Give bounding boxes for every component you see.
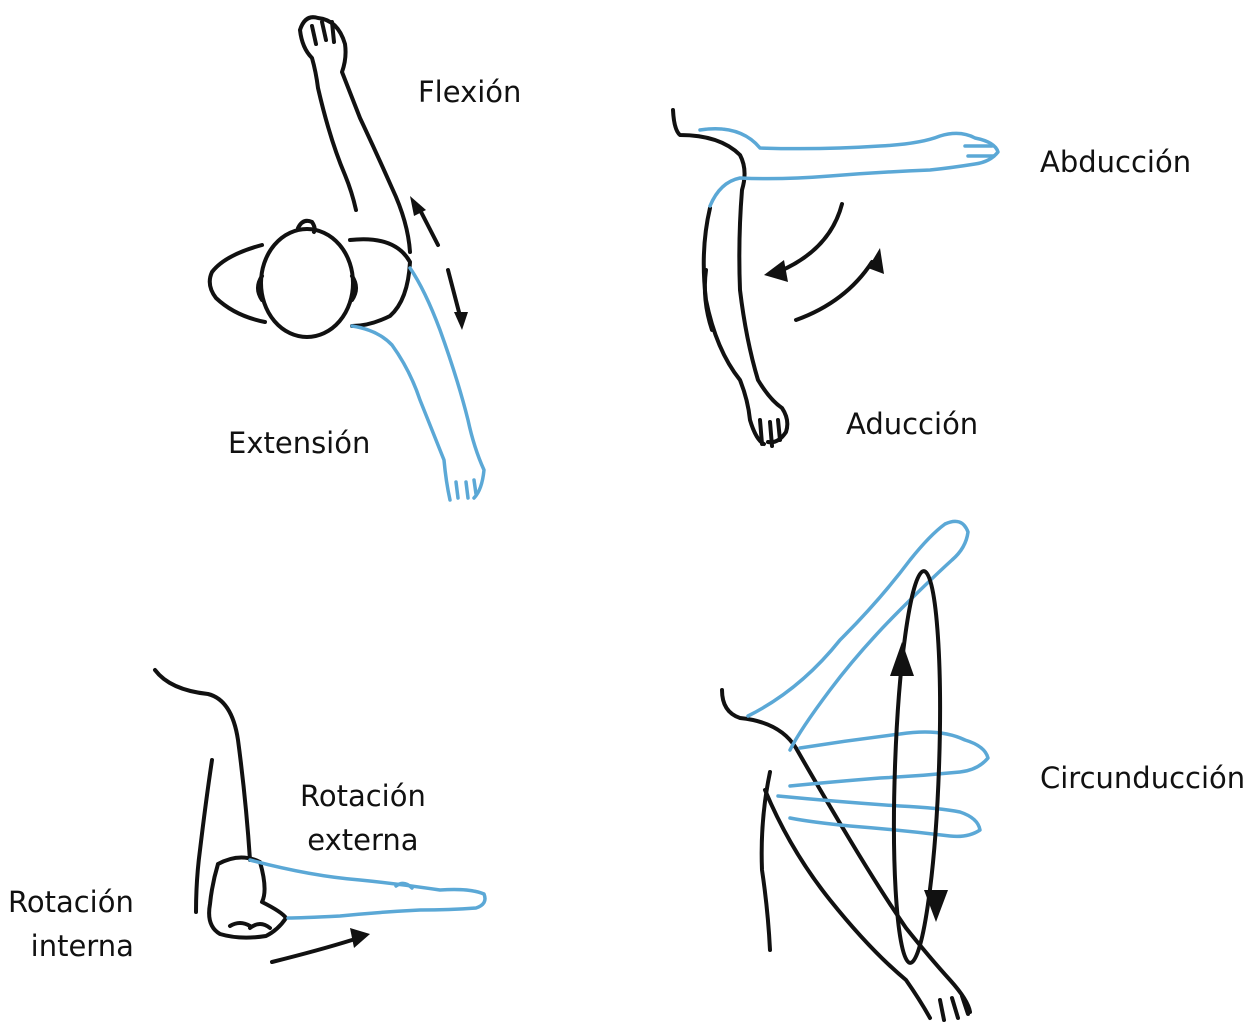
internal-rotation-line-1: Rotación <box>8 880 134 924</box>
head-top-view <box>261 229 353 337</box>
external-rotation-label: Rotación externa <box>300 774 426 862</box>
abduction-adduction-illustration <box>673 110 998 446</box>
external-rotation-forearm <box>250 860 485 918</box>
arm-position-up <box>748 521 968 750</box>
external-rotation-line-2: externa <box>300 818 426 862</box>
circumduction-label: Circunducción <box>1040 756 1245 800</box>
arm-position-down <box>778 796 980 836</box>
internal-rotation-label: Rotación interna <box>8 880 134 968</box>
abduction-label: Abducción <box>1040 140 1191 184</box>
flexion-label: Flexión <box>418 70 521 114</box>
adduction-label: Aducción <box>846 402 978 446</box>
extended-arm <box>352 268 484 500</box>
upper-arm <box>155 670 250 912</box>
internal-rotation-line-2: interna <box>8 924 134 968</box>
shoulder-outline <box>673 110 787 444</box>
extension-label: Extensión <box>228 421 370 465</box>
arm-position-side <box>790 732 988 786</box>
external-rotation-line-1: Rotación <box>300 774 426 818</box>
flexed-arm <box>300 17 410 252</box>
circumduction-illustration <box>722 521 988 1020</box>
